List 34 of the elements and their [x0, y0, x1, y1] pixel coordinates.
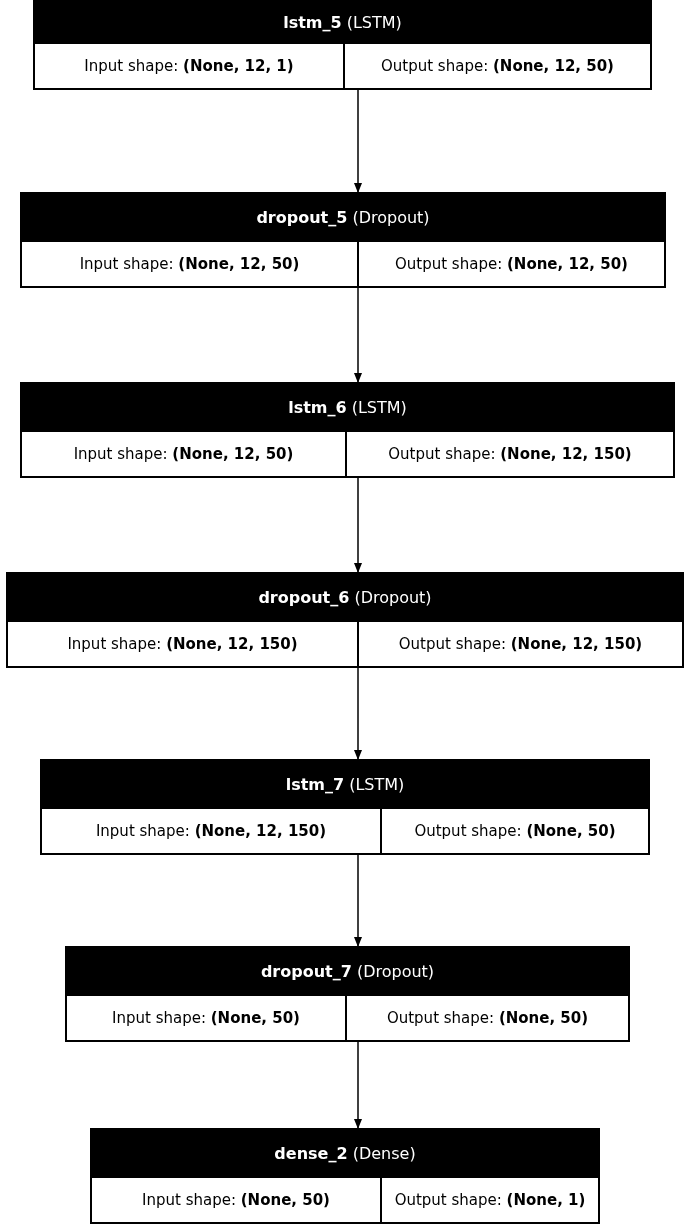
layer-header: lstm_5 (LSTM) — [35, 2, 650, 44]
shape-text: Output shape: (None, 12, 50) — [381, 55, 614, 77]
layer-header: dropout_6 (Dropout) — [8, 574, 682, 622]
shape-text: Output shape: (None, 50) — [386, 1007, 589, 1029]
shape-text: Input shape: (None, 12, 50) — [79, 253, 300, 275]
arrow — [354, 477, 362, 573]
layer-header: dropout_7 (Dropout) — [67, 948, 628, 996]
layer-box — [90, 1128, 600, 1224]
arrow — [354, 667, 362, 760]
layer-box — [33, 0, 652, 90]
shape-text: Output shape: (None, 50) — [414, 820, 616, 842]
layer-box — [20, 192, 666, 288]
shape-text: Input shape: (None, 12, 150) — [95, 820, 327, 842]
layer-box — [6, 572, 684, 668]
shape-text: Input shape: (None, 50) — [142, 1189, 330, 1211]
layer-box — [20, 382, 675, 478]
layer-header: lstm_6 (LSTM) — [22, 384, 673, 432]
arrow — [354, 1041, 362, 1129]
arrow — [354, 89, 362, 193]
shape-text: Input shape: (None, 12, 50) — [73, 443, 294, 465]
shape-text: Input shape: (None, 12, 1) — [84, 55, 294, 77]
arrow — [354, 854, 362, 947]
layer-header: dropout_5 (Dropout) — [22, 194, 664, 242]
layer-box — [65, 946, 630, 1042]
layer-header: lstm_7 (LSTM) — [42, 761, 648, 809]
shape-text: Output shape: (None, 1) — [394, 1189, 586, 1211]
shape-text: Input shape: (None, 12, 150) — [67, 633, 298, 655]
shape-text: Input shape: (None, 50) — [112, 1007, 300, 1029]
shape-text: Output shape: (None, 12, 150) — [388, 443, 632, 465]
shape-text: Output shape: (None, 12, 50) — [395, 253, 628, 275]
layer-header: dense_2 (Dense) — [92, 1130, 598, 1178]
arrow — [354, 287, 362, 383]
shape-text: Output shape: (None, 12, 150) — [398, 633, 643, 655]
layer-box — [40, 759, 650, 855]
